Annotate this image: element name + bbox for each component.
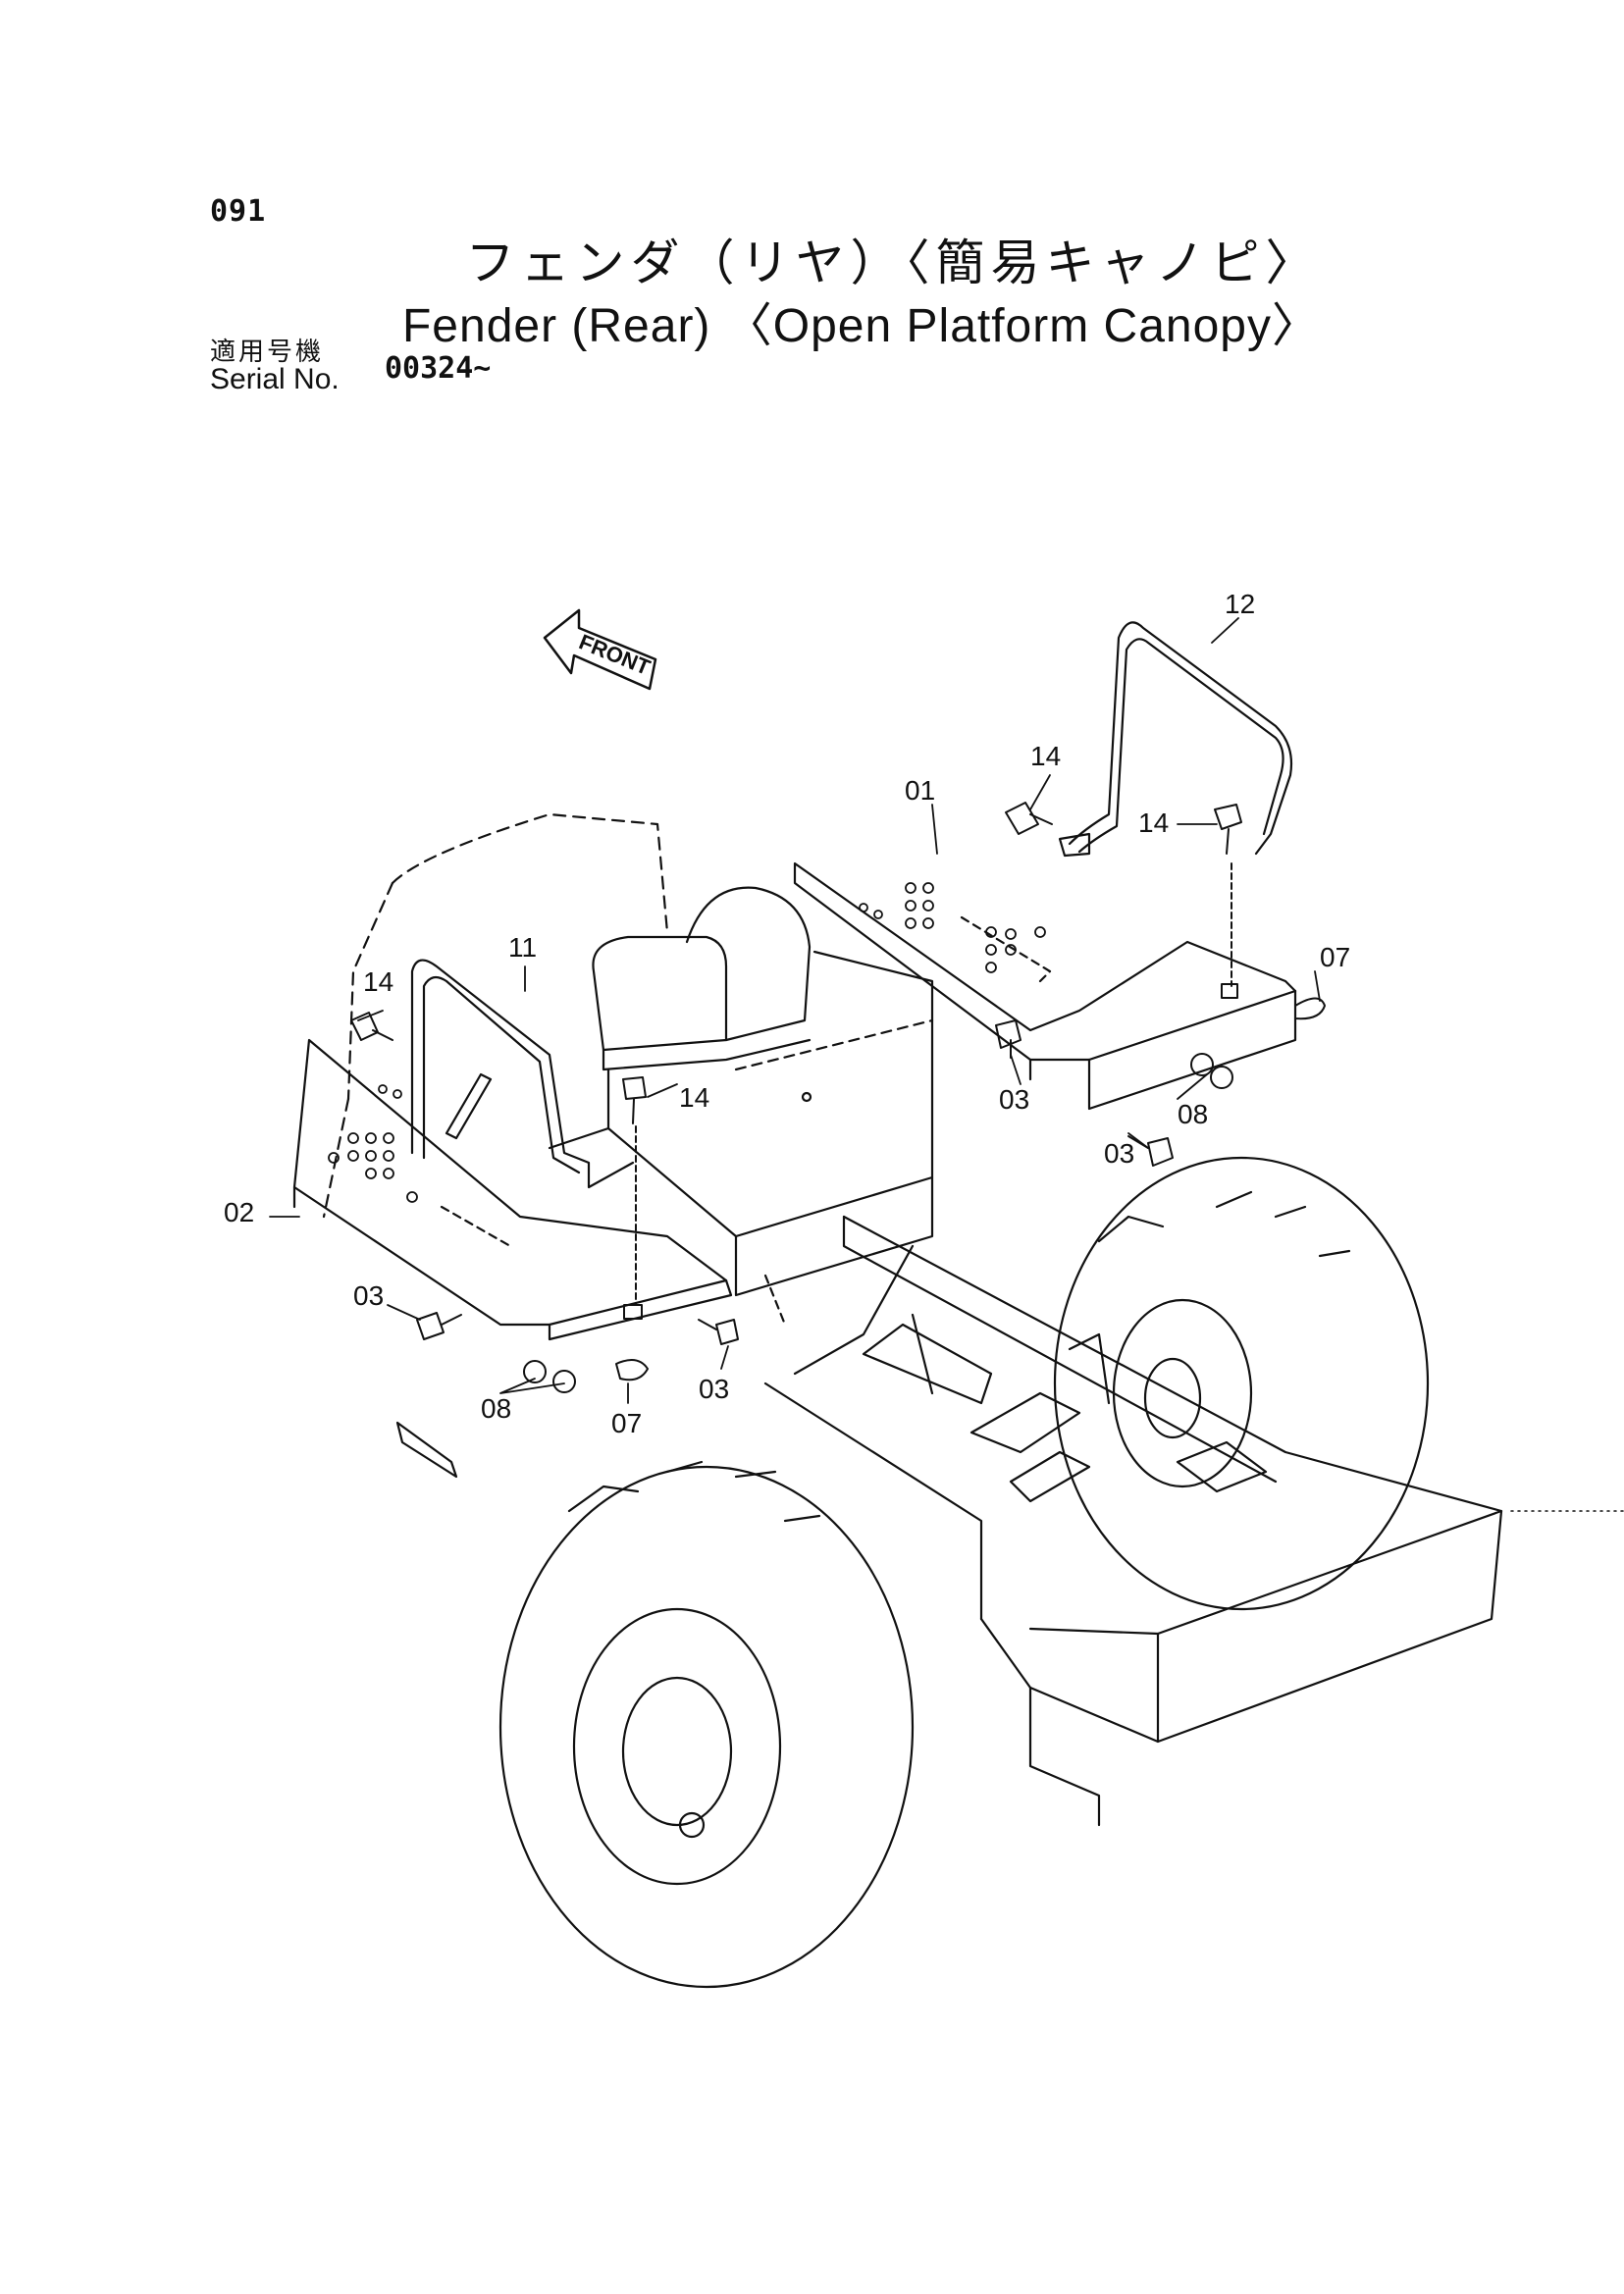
canopy-outline xyxy=(322,812,669,1219)
tire-rear-right xyxy=(1053,1156,1430,1611)
handrail-left-part-11 xyxy=(410,959,635,1189)
hardware-bolts xyxy=(350,802,1326,1393)
tire-front-left xyxy=(498,1460,915,1989)
callout-03-center: 03 xyxy=(699,1374,729,1404)
step-bracket xyxy=(395,1421,458,1479)
operator-seat xyxy=(592,886,812,1071)
callouts: 01 02 03 03 03 03 07 07 08 08 11 12 14 1… xyxy=(224,589,1350,1438)
callout-14-left: 14 xyxy=(363,966,393,997)
fender-right-part-01 xyxy=(793,861,1297,1111)
serial-label-japanese: 適用号機 xyxy=(210,338,325,367)
front-direction-arrow: FRONT xyxy=(543,608,657,691)
callout-14-top: 14 xyxy=(1030,741,1061,771)
seat-base-box xyxy=(548,950,934,1297)
callout-02: 02 xyxy=(224,1197,254,1227)
callout-14-center: 14 xyxy=(679,1082,709,1113)
callout-14-right: 14 xyxy=(1138,808,1169,838)
callout-07-right: 07 xyxy=(1320,942,1350,972)
serial-label-english: Serial No. xyxy=(210,363,340,395)
callout-03-right-upper: 03 xyxy=(999,1084,1029,1115)
callout-03-right-lower: 03 xyxy=(1104,1138,1134,1169)
fender-left-part-02 xyxy=(292,1038,733,1341)
callout-11: 11 xyxy=(508,932,537,963)
handrail-right-part-12 xyxy=(1058,621,1293,858)
page-title-english: Fender (Rear) 〈Open Platform Canopy〉 xyxy=(401,300,1321,352)
callout-08-left: 08 xyxy=(481,1393,511,1424)
serial-number-range: 00324~ xyxy=(385,351,492,386)
page-title-japanese: フェンダ（リヤ）〈簡易キャノピ〉 xyxy=(465,235,1321,291)
callout-07-left: 07 xyxy=(611,1408,642,1438)
callout-03-left: 03 xyxy=(353,1280,384,1311)
leader-lines xyxy=(269,617,1321,1404)
chassis-frame xyxy=(763,1215,1503,1827)
callout-12: 12 xyxy=(1225,589,1255,619)
callout-01: 01 xyxy=(905,775,935,806)
page-number: 091 xyxy=(210,194,267,229)
callout-08-right: 08 xyxy=(1178,1099,1208,1129)
